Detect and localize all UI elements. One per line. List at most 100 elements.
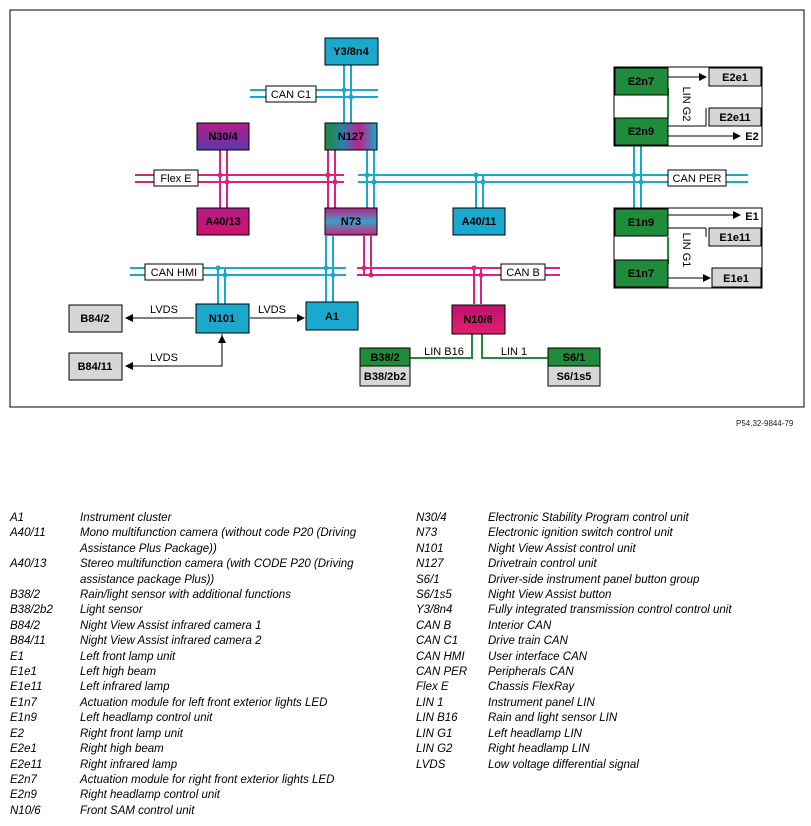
link-label-lvds-b8411: LVDS bbox=[150, 352, 178, 364]
node-e2e1[interactable]: E2e1 bbox=[708, 67, 762, 87]
legend-description: Mono multifunction camera (without code … bbox=[80, 527, 357, 555]
node-e1[interactable]: E1 bbox=[745, 211, 758, 223]
legend-description: Left headlamp LIN bbox=[488, 727, 582, 740]
legend-description: Left front lamp unit bbox=[80, 650, 176, 663]
node-e2[interactable]: E2 bbox=[745, 131, 758, 143]
node-a40-11[interactable]: A40/11 bbox=[452, 207, 506, 236]
legend-row: N127 Drivetrain control unit bbox=[416, 557, 806, 572]
svg-text:A1: A1 bbox=[325, 311, 339, 323]
svg-text:N127: N127 bbox=[338, 131, 364, 143]
legend-description: Left headlamp control unit bbox=[80, 712, 213, 725]
legend-description: Electronic Stability Program control uni… bbox=[488, 512, 689, 524]
legend-code: A40/13 bbox=[10, 558, 47, 571]
legend-description: Right headlamp control unit bbox=[80, 789, 220, 802]
figure-id: P54.32-9844-79 bbox=[736, 419, 794, 428]
svg-text:N30/4: N30/4 bbox=[208, 131, 238, 143]
node-b38-2b2[interactable]: B38/2b2 bbox=[359, 365, 411, 387]
node-e2n7[interactable]: E2n7 bbox=[614, 67, 669, 96]
node-a40-13[interactable]: A40/13 bbox=[196, 207, 250, 236]
bus-label-can-c1: CAN C1 bbox=[271, 89, 311, 101]
legend-code: E1e1 bbox=[10, 666, 37, 679]
lin-b16-line bbox=[410, 334, 473, 359]
svg-text:E1n9: E1n9 bbox=[628, 217, 654, 229]
legend-description: Right front lamp unit bbox=[80, 727, 183, 740]
svg-text:N73: N73 bbox=[341, 216, 361, 228]
node-n73[interactable]: N73 bbox=[324, 207, 378, 236]
svg-text:B38/2: B38/2 bbox=[370, 352, 399, 364]
svg-text:E1n7: E1n7 bbox=[628, 268, 654, 280]
node-e1e11[interactable]: E1e11 bbox=[708, 227, 762, 247]
svg-text:A40/13: A40/13 bbox=[205, 216, 240, 228]
node-e2n9[interactable]: E2n9 bbox=[614, 117, 669, 146]
legend-description: Chassis FlexRay bbox=[488, 681, 575, 694]
bus-label-can-b: CAN B bbox=[506, 267, 540, 279]
svg-text:B84/11: B84/11 bbox=[78, 361, 113, 373]
node-b84-2[interactable]: B84/2 bbox=[68, 304, 123, 333]
legend-code: CAN B bbox=[416, 619, 452, 632]
legend-code: LIN G2 bbox=[416, 743, 453, 756]
legend-code: LIN B16 bbox=[416, 712, 458, 725]
link-label-lvds-b842: LVDS bbox=[150, 304, 178, 316]
legend-row: CAN C1 Drive train CAN bbox=[416, 634, 806, 649]
legend-description: Right headlamp LIN bbox=[488, 743, 590, 756]
legend-row: LIN G2 Right headlamp LIN bbox=[416, 742, 806, 757]
node-b38-2[interactable]: B38/2 bbox=[359, 347, 411, 367]
node-e1n7[interactable]: E1n7 bbox=[614, 259, 669, 288]
node-n30-4[interactable]: N30/4 bbox=[196, 122, 250, 151]
node-e1e1[interactable]: E1e1 bbox=[711, 267, 762, 288]
node-n127[interactable]: N127 bbox=[324, 122, 378, 151]
svg-text:N10/6: N10/6 bbox=[463, 314, 492, 326]
legend-code: B38/2 bbox=[10, 589, 41, 602]
svg-text:B84/2: B84/2 bbox=[80, 313, 109, 325]
node-e1n9[interactable]: E1n9 bbox=[614, 208, 669, 237]
node-a1[interactable]: A1 bbox=[305, 301, 359, 331]
svg-text:E2e1: E2e1 bbox=[722, 72, 748, 84]
node-n101[interactable]: N101 bbox=[195, 303, 250, 334]
svg-text:E2e11: E2e11 bbox=[719, 112, 750, 124]
legend-code: CAN HMI bbox=[416, 650, 465, 663]
node-b84-11[interactable]: B84/11 bbox=[68, 352, 123, 381]
legend-code: E1e11 bbox=[10, 681, 43, 694]
svg-text:B38/2b2: B38/2b2 bbox=[364, 371, 406, 383]
legend-description: Rain and light sensor LIN bbox=[488, 712, 618, 725]
node-s6-1s5[interactable]: S6/1s5 bbox=[547, 365, 601, 387]
node-e2e11[interactable]: E2e11 bbox=[708, 107, 762, 127]
link-label-lin-g1: LIN G1 bbox=[680, 233, 692, 268]
legend-code: S6/1s5 bbox=[416, 589, 452, 602]
node-y3-8n4[interactable]: Y3/8n4 bbox=[324, 37, 379, 66]
legend-right-column: N30/4 Electronic Stability Program contro… bbox=[416, 511, 806, 773]
legend-code: CAN C1 bbox=[416, 635, 459, 648]
legend-code: N30/4 bbox=[416, 512, 447, 524]
legend-description: Driver-side instrument panel button grou… bbox=[488, 573, 700, 586]
legend-description: Instrument cluster bbox=[80, 512, 172, 524]
legend-description: Stereo multifunction camera (with CODE P… bbox=[80, 558, 354, 586]
legend-code: E2e1 bbox=[10, 743, 37, 756]
bus-label-box-flex-e bbox=[153, 169, 199, 187]
bus-label-can-per: CAN PER bbox=[673, 173, 722, 185]
legend-description: Drive train CAN bbox=[488, 635, 568, 648]
legend-code: N127 bbox=[416, 558, 444, 571]
node-n10-6[interactable]: N10/6 bbox=[451, 304, 506, 335]
e2-group-frame bbox=[613, 66, 763, 147]
legend-code: N101 bbox=[416, 542, 444, 555]
svg-text:A40/11: A40/11 bbox=[462, 216, 497, 228]
legend-description: Drivetrain control unit bbox=[488, 558, 597, 571]
node-s6-1[interactable]: S6/1 bbox=[547, 347, 601, 367]
bus-label-box-can-c1 bbox=[265, 85, 317, 103]
svg-text:E1e11: E1e11 bbox=[719, 232, 750, 244]
